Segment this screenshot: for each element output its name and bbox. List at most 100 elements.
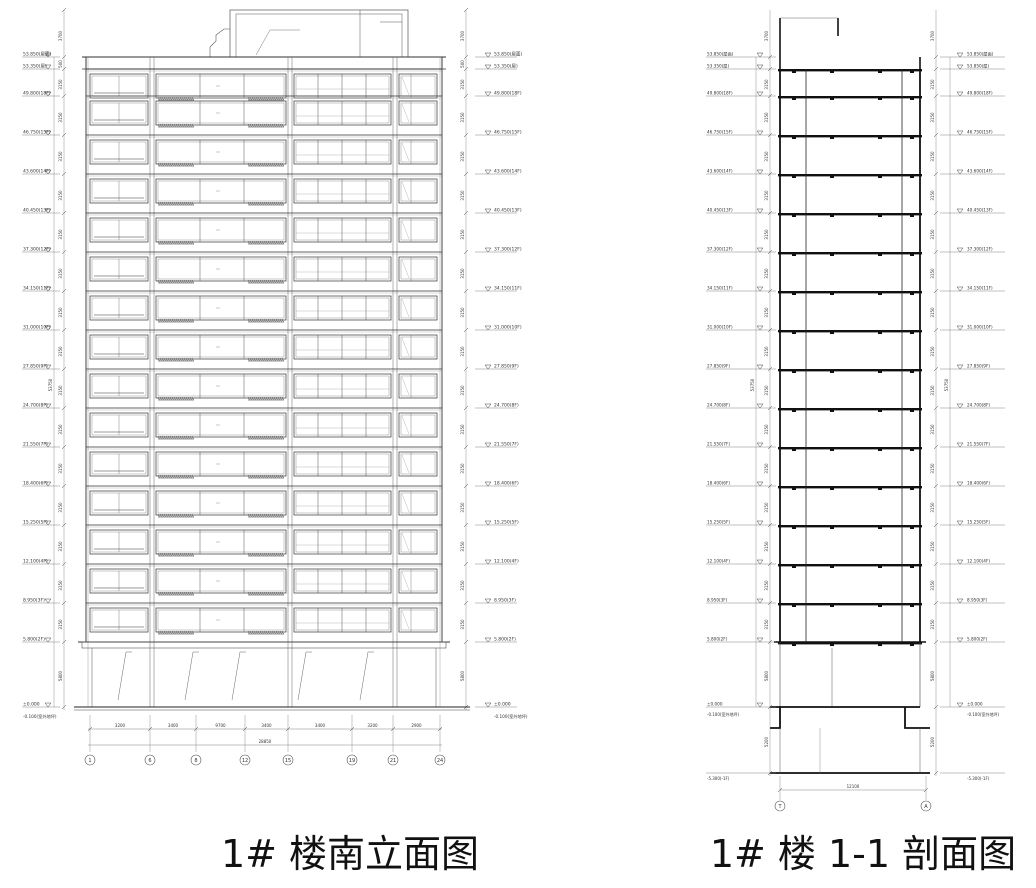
dimension-tick [933,327,939,333]
dimension-tick [61,210,67,216]
balcony-rail-hatch [179,552,182,557]
balcony-rail-hatch [267,240,270,245]
balcony-rail-hatch [191,279,194,284]
balcony-rail-hatch [281,630,284,635]
balcony-rail-hatch [185,201,188,206]
balcony-rail-hatch [167,318,170,323]
balcony-rail-hatch [281,318,284,323]
beam-stub [878,527,882,529]
bay-dimension: 3200 [115,723,126,728]
bay-dimension: 2900 [411,723,422,728]
dimension-tick [933,600,939,606]
dimension-floor: 3150 [460,463,465,474]
balcony-rail-hatch [269,201,272,206]
balcony-rail-hatch [189,201,192,206]
window-frame [398,334,438,360]
balcony-rail-hatch [269,552,272,557]
balcony-rail-hatch [173,630,176,635]
level-marker [956,364,964,370]
balcony-rail-hatch [281,162,284,167]
balcony-rail-hatch [175,357,178,362]
balcony-rail-hatch [271,240,274,245]
balcony-rail-hatch [265,396,268,401]
balcony-rail-hatch [259,96,262,101]
beam-stub [830,71,834,73]
balcony-rail-hatch [253,201,256,206]
balcony-rail-hatch [261,162,264,167]
ground-label-left: -0.100(室外地坪) [23,713,57,720]
window-frame [293,100,392,126]
balcony-rail-hatch [167,162,170,167]
balcony-rail-hatch [171,357,174,362]
level-marker [956,130,964,136]
balcony-rail-hatch [275,396,278,401]
beam-stub [878,488,882,490]
dimension-tick [147,726,153,732]
balcony-rail-hatch [267,96,270,101]
window-frame-inner [400,102,436,124]
balcony-rail-hatch [267,474,270,479]
window-frame [398,256,438,282]
window-frame [89,334,149,360]
bay-dimension: 9700 [215,723,226,728]
balcony-rail-hatch [253,435,256,440]
balcony-rail-hatch [269,96,272,101]
level-marker [44,637,52,643]
window-frame [89,607,149,633]
balcony-rail-hatch [257,279,260,284]
balcony-rail-hatch [169,435,172,440]
level-label-left: 40.450(13F) [23,208,51,214]
balcony-rail-hatch [157,123,160,128]
level-marker [44,702,52,708]
balcony-rail-hatch [253,474,256,479]
balcony-rail-hatch [259,357,262,362]
level-label-right: 18.400(6F) [967,481,990,486]
window-frame [89,139,149,165]
dimension-floor: 3150 [930,112,935,123]
balcony-rail-hatch [263,396,266,401]
balcony-rail-hatch [161,552,164,557]
level-marker [956,481,964,487]
dimension-floor: 3150 [460,268,465,279]
balcony-rail-hatch [265,162,268,167]
window-frame-inner [400,336,436,358]
dimension-floor: 3150 [460,346,465,357]
balcony-rail-hatch [279,630,282,635]
level-label-left: 5.800(2F) [23,637,45,643]
beam-stub [792,410,796,412]
balcony-rail-hatch [157,396,160,401]
window-frame [89,256,149,282]
level-marker [756,325,764,331]
balcony-rail-hatch [173,123,176,128]
balcony-rail-hatch [267,357,270,362]
beam-stub [830,293,834,295]
balcony-rail-hatch [165,357,168,362]
balcony-rail-hatch [179,513,182,518]
balcony-rail-hatch [169,162,172,167]
balcony-rail-hatch [247,279,250,284]
window-frame-inner [157,492,285,514]
dimension-tick [61,561,67,567]
level-label-right: 46.750(15F) [494,130,522,136]
floor-slab [778,330,922,333]
window-frame-inner [157,180,285,202]
dimension-tick [87,726,93,732]
balcony-rail-hatch [273,96,276,101]
balcony-rail-hatch [171,591,174,596]
beam-stub [792,215,796,217]
dimension-tick [463,7,469,13]
dimension-tick [933,54,939,60]
level-label-right: 49.800(18F) [967,91,993,96]
dimension-floor: 3150 [58,190,63,201]
balcony-rail-hatch [159,552,162,557]
balcony-rail-hatch [181,279,184,284]
balcony-rail-hatch [271,474,274,479]
level-label-left: 46.750(15F) [707,130,733,135]
balcony-rail-hatch [279,201,282,206]
balcony-rail-hatch [273,630,276,635]
dimension-tick [463,54,469,60]
balcony-rail-hatch [281,357,284,362]
window-frame [398,73,438,99]
beam-stub [910,137,914,139]
level-label-right: 12.100(4F) [967,559,990,564]
